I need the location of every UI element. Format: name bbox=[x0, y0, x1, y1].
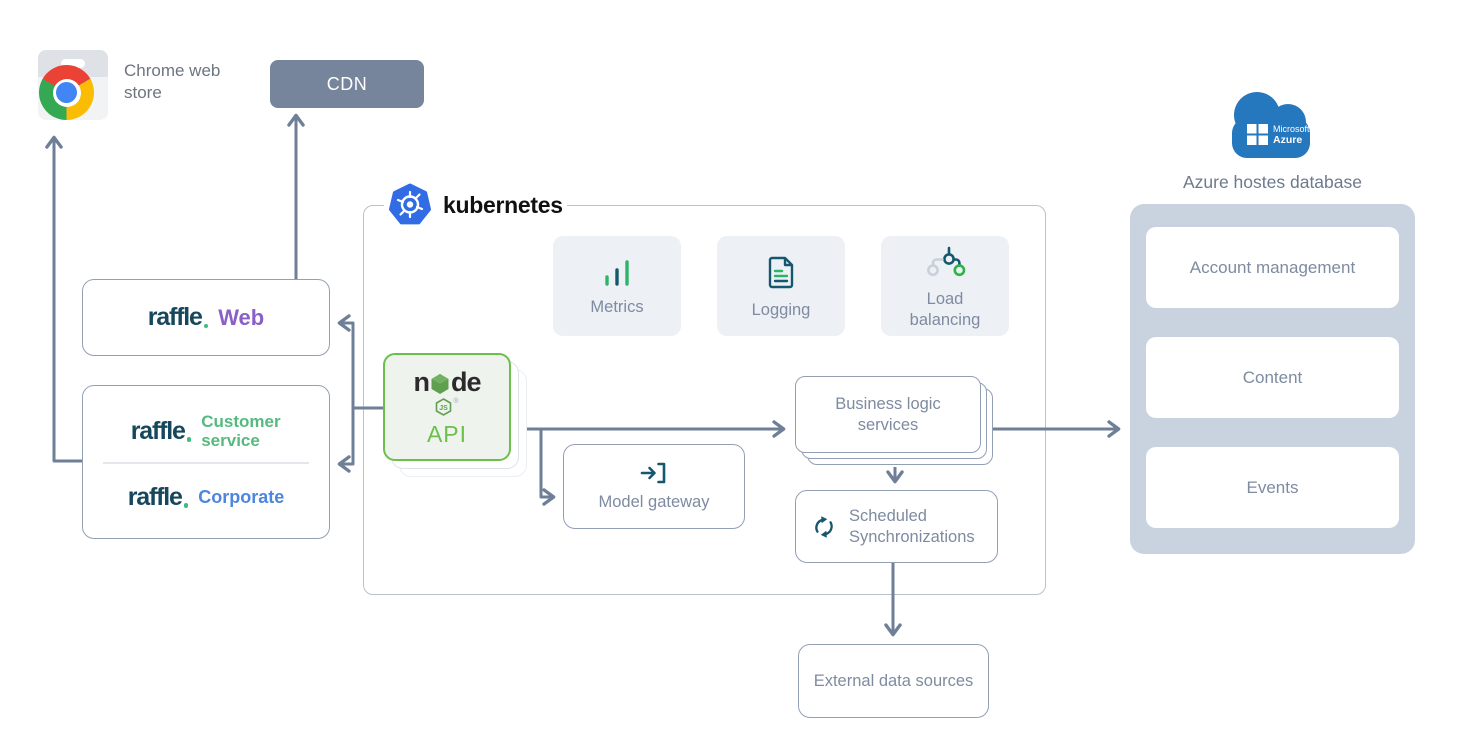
chrome-web-store-icon bbox=[38, 50, 108, 120]
azure-cloud-text-microsoft: Microsoft bbox=[1273, 124, 1310, 134]
model-gateway-label: Model gateway bbox=[598, 493, 710, 512]
kubernetes-title: kubernetes bbox=[384, 183, 567, 227]
nodejs-js-badge: JS ® bbox=[435, 397, 459, 416]
scheduled-sync-box: Scheduled Synchronizations bbox=[795, 490, 998, 563]
raffle-logo-dot bbox=[183, 503, 189, 508]
raffle-logo-dot bbox=[203, 323, 209, 328]
raffle-logo: raffle bbox=[130, 416, 192, 446]
azure-cloud-icon: Microsoft Azure bbox=[1232, 92, 1310, 158]
metrics-tile: Metrics bbox=[553, 236, 681, 336]
events-box: Events bbox=[1146, 447, 1399, 528]
logging-tile: Logging bbox=[717, 236, 845, 336]
events-label: Events bbox=[1246, 477, 1299, 497]
api-label: API bbox=[426, 420, 468, 447]
raffle-customer-service-label: Customer service bbox=[201, 412, 281, 451]
raffle-apps-box: raffle Customer service raffle Corporate bbox=[82, 385, 330, 539]
azure-database-label: Azure hostes database bbox=[1182, 172, 1362, 192]
chrome-bag-handle bbox=[61, 59, 85, 68]
account-management-box: Account management bbox=[1146, 227, 1399, 308]
account-management-label: Account management bbox=[1189, 257, 1356, 277]
kubernetes-title-label: kubernetes bbox=[443, 191, 563, 218]
load-balancing-tile: Load balancing bbox=[881, 236, 1009, 336]
kubernetes-icon bbox=[389, 183, 431, 225]
logging-label: Logging bbox=[751, 301, 811, 320]
raffle-logo: raffle bbox=[147, 303, 209, 332]
load-balancing-label: Load balancing bbox=[909, 289, 981, 329]
raffle-logo: raffle bbox=[127, 482, 189, 512]
registered-mark: ® bbox=[453, 397, 459, 405]
arrow-raffle-to-chrome-store bbox=[45, 135, 82, 463]
raffle-web-label: Web bbox=[218, 304, 265, 330]
raffle-web-box: raffle Web bbox=[82, 279, 330, 356]
divider bbox=[103, 462, 309, 464]
scheduled-sync-label: Scheduled Synchronizations bbox=[849, 506, 975, 546]
content-box: Content bbox=[1146, 337, 1399, 418]
business-logic-box: Business logic services bbox=[795, 376, 981, 453]
sync-icon bbox=[815, 515, 833, 538]
external-data-label: External data sources bbox=[813, 671, 974, 690]
nodejs-logo-n: n bbox=[413, 366, 429, 397]
metrics-icon bbox=[605, 260, 629, 286]
nodejs-js-hexagon-icon: JS bbox=[436, 397, 452, 416]
model-gateway-box: Model gateway bbox=[563, 444, 745, 529]
business-logic-label: Business logic services bbox=[835, 394, 941, 434]
nodejs-hexagon-icon bbox=[431, 373, 449, 394]
azure-cloud-text-azure: Azure bbox=[1273, 134, 1302, 146]
raffle-logo-text: raffle bbox=[147, 303, 203, 331]
raffle-logo-dot bbox=[186, 437, 192, 442]
cdn-node: CDN bbox=[270, 60, 424, 108]
node-api-box: n de JS ® API bbox=[383, 353, 511, 461]
arrow-api-to-raffle-web bbox=[337, 314, 355, 408]
chrome-logo bbox=[39, 65, 94, 120]
kubernetes-cluster-boundary bbox=[363, 205, 1046, 595]
model-gateway-icon bbox=[640, 462, 666, 484]
arrow-api-to-raffle-apps bbox=[337, 408, 355, 473]
logging-icon bbox=[768, 256, 794, 289]
raffle-corporate-label: Corporate bbox=[198, 486, 285, 507]
nodejs-logo: n de bbox=[413, 366, 481, 398]
chrome-web-store-label: Chrome web store bbox=[124, 61, 221, 103]
external-data-box: External data sources bbox=[798, 644, 989, 718]
raffle-logo-text: raffle bbox=[130, 416, 186, 445]
content-label: Content bbox=[1242, 367, 1303, 387]
svg-text:JS: JS bbox=[440, 404, 449, 411]
raffle-customer-service-row: raffle Customer service bbox=[131, 412, 281, 450]
nodejs-logo-de: de bbox=[450, 366, 481, 397]
raffle-corporate-row: raffle Corporate bbox=[128, 483, 284, 512]
raffle-logo-text: raffle bbox=[127, 482, 183, 511]
load-balancing-icon bbox=[927, 246, 966, 276]
metrics-label: Metrics bbox=[590, 298, 644, 317]
